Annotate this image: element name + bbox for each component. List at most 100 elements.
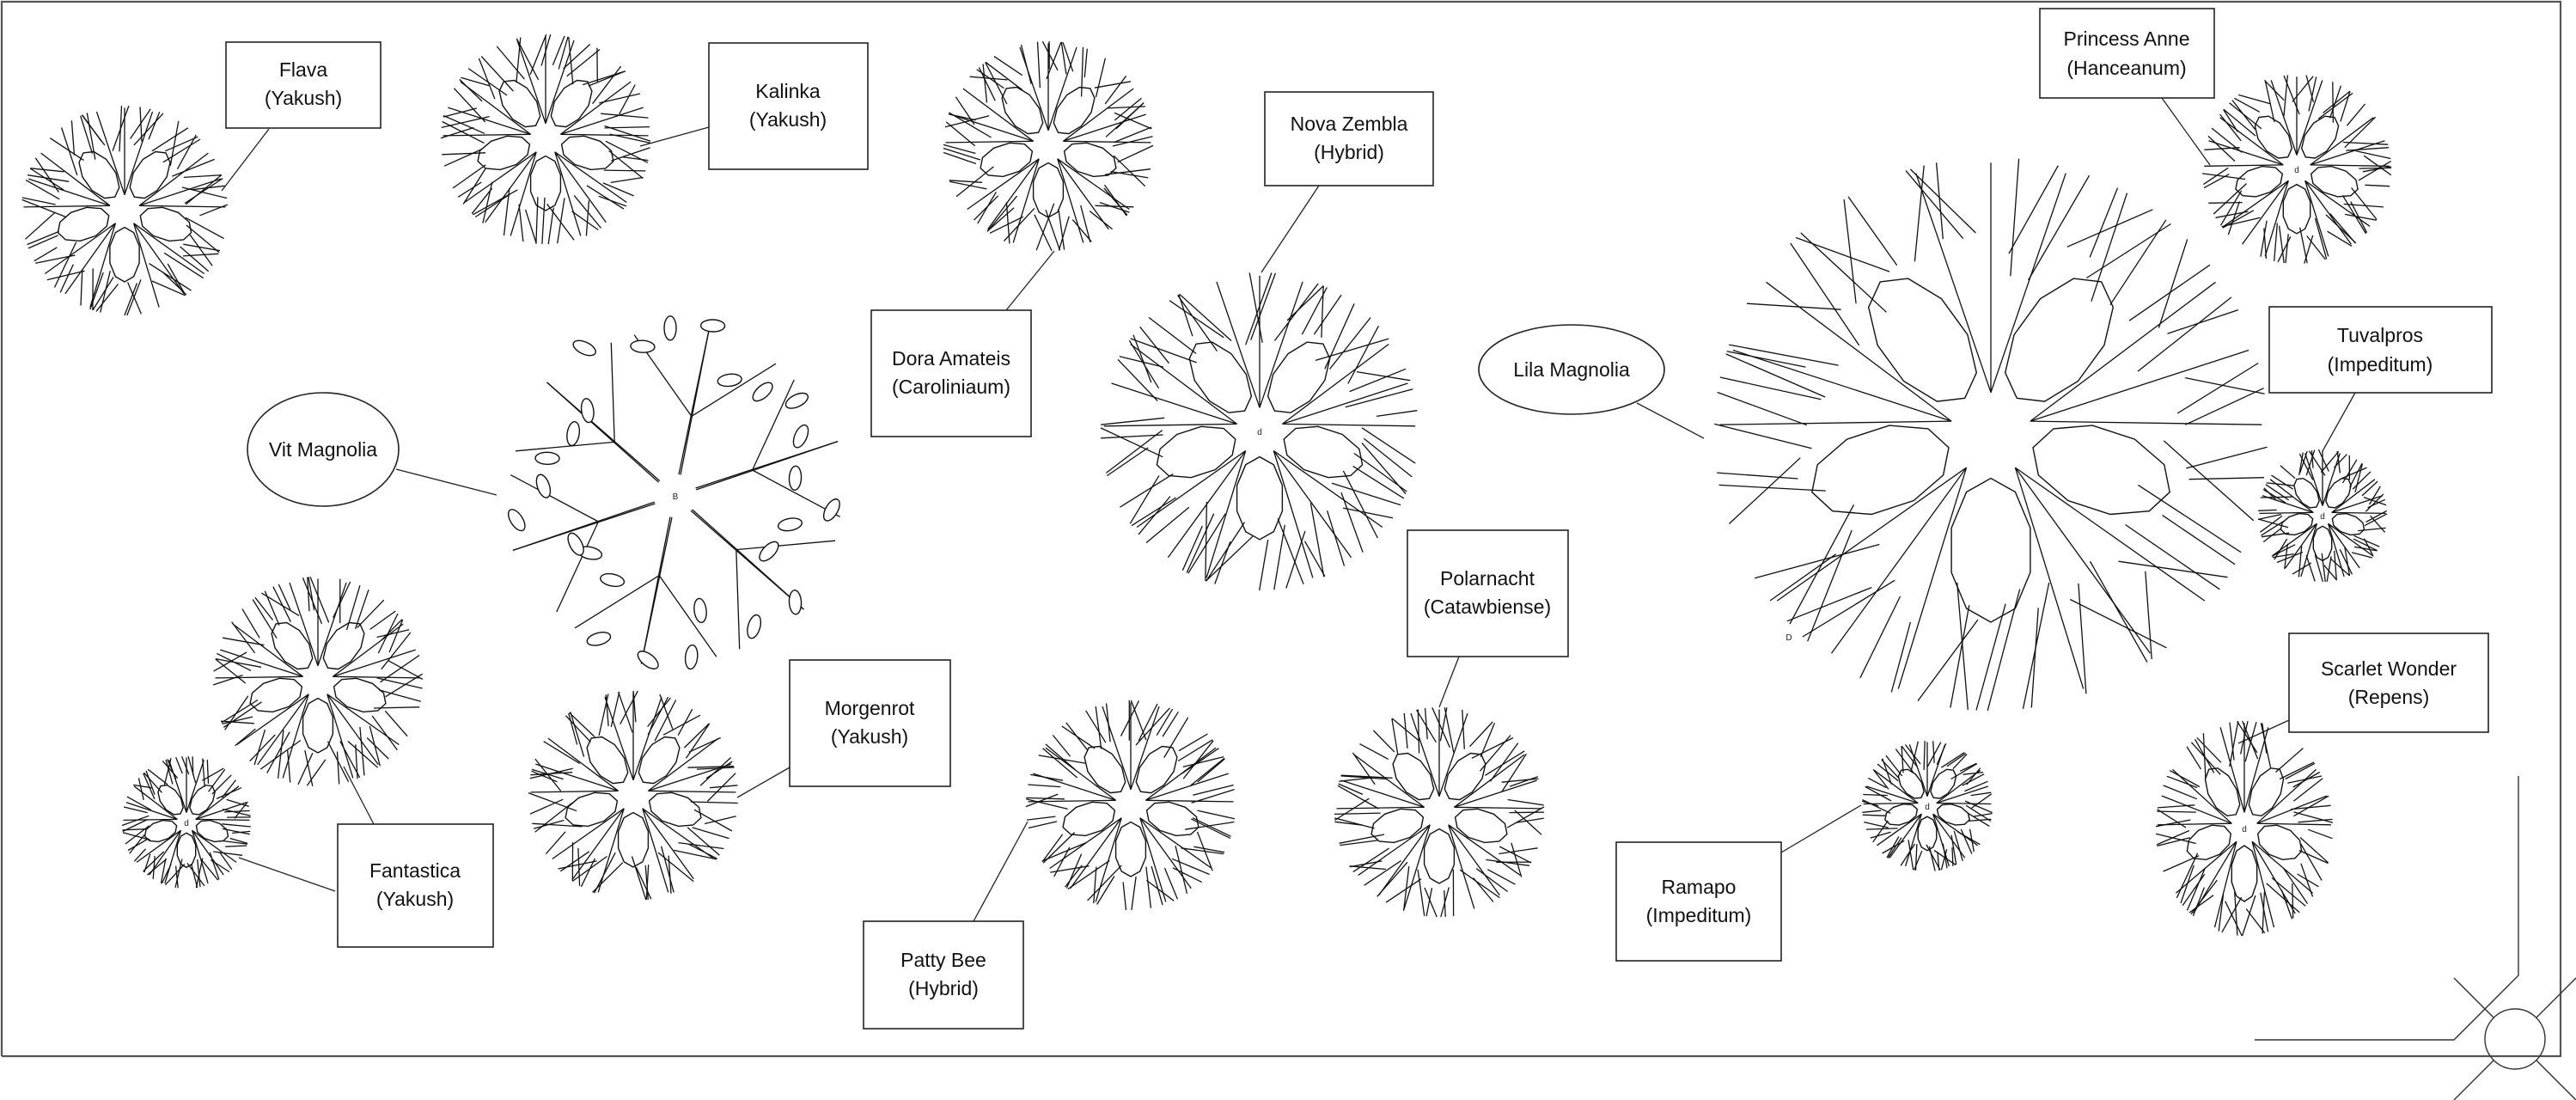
tree-twig — [1334, 812, 1381, 816]
label-nova-zembla[interactable]: Nova Zembla (Hybrid) — [1264, 91, 1434, 186]
tree-twig — [1865, 785, 1892, 802]
tree-twig — [1349, 865, 1386, 871]
tree-branch — [195, 802, 247, 821]
label-scarlet-wonder[interactable]: Scarlet Wonder (Repens) — [2288, 632, 2489, 733]
tree-lobe — [1950, 477, 2031, 623]
tree-twig — [1425, 887, 1433, 917]
tree-twig — [213, 651, 247, 672]
tree-lobe — [195, 819, 229, 843]
tree-twig — [2180, 865, 2194, 904]
tree-twig — [1881, 759, 1900, 779]
tree-twig — [985, 61, 1023, 91]
tree-twig — [297, 752, 314, 785]
tree-branch — [574, 575, 660, 629]
tree-twig — [2325, 214, 2357, 244]
tree-twig — [162, 272, 187, 296]
tree-branch — [695, 440, 839, 491]
label-vit-magnolia[interactable]: Vit Magnolia — [247, 392, 400, 507]
tree-twig — [605, 694, 609, 726]
tree-twig — [2188, 477, 2265, 480]
tree-branch — [191, 830, 209, 884]
tree-twig — [692, 827, 729, 840]
tree-tuvalpros: d — [2257, 449, 2388, 583]
tree-twig — [2271, 474, 2293, 490]
tree-twig — [1965, 804, 1992, 822]
tree-twig — [2188, 895, 2214, 914]
tree-twig — [1259, 539, 1269, 591]
label-princess-anne[interactable]: Princess Anne (Hanceanum) — [2039, 8, 2215, 99]
tree-branch — [1145, 799, 1234, 803]
tree-twig — [1342, 470, 1378, 539]
tree-twig — [969, 76, 1008, 81]
tree-twig — [254, 596, 274, 620]
tree-twig — [1169, 300, 1224, 339]
label-fantastica[interactable]: Fantastica (Yakush) — [337, 823, 494, 948]
tree-lobe — [2235, 165, 2284, 198]
tree-twig — [2298, 818, 2333, 823]
tree-twig — [1725, 353, 1826, 398]
tree-twig — [1193, 784, 1234, 796]
tree-twig — [95, 284, 119, 312]
tree-leaf — [822, 498, 840, 522]
tree-twig — [611, 147, 650, 162]
tree-twig — [2238, 94, 2271, 105]
tree-twig — [1321, 285, 1324, 338]
leader-line-patty-bee — [973, 821, 1029, 922]
label-ramapo[interactable]: Ramapo (Impeditum) — [1615, 841, 1782, 962]
tree-twig — [2237, 721, 2258, 754]
label-patty-bee[interactable]: Patty Bee (Hybrid) — [863, 920, 1024, 1030]
label-morgenrot[interactable]: Morgenrot (Yakush) — [789, 659, 951, 787]
label-lila-magnolia[interactable]: Lila Magnolia — [1478, 324, 1665, 415]
tree-branch — [1732, 349, 1952, 422]
tree-twig — [1895, 749, 1914, 773]
tree-twig — [1182, 755, 1224, 768]
tree-twig — [1035, 203, 1055, 251]
tree-twig — [683, 723, 710, 749]
tree-twig — [1719, 376, 1822, 400]
tree-branch — [2310, 140, 2385, 166]
tree-twig — [2257, 518, 2289, 529]
tree-twig — [1956, 831, 1981, 846]
tree-twig — [570, 712, 585, 757]
tree-twig — [2354, 463, 2364, 493]
tree-twig — [2157, 804, 2195, 809]
tree-branch — [648, 790, 736, 793]
tree-twig — [1870, 831, 1891, 839]
tree-twig — [151, 280, 186, 296]
tree-lobe — [1917, 816, 1938, 852]
tree-branch — [945, 140, 1034, 144]
tree-twig — [261, 592, 300, 616]
tree-lobe — [586, 736, 629, 785]
tree-branch — [604, 696, 634, 780]
tree-twig — [224, 695, 249, 730]
tree-twig — [2219, 113, 2242, 142]
tree-twig — [2215, 211, 2249, 218]
tree-twig — [167, 263, 186, 296]
tree-twig — [80, 269, 83, 306]
label-group: (Yakush) — [265, 87, 342, 109]
tree-lobe — [2231, 845, 2258, 902]
tree-twig — [1089, 210, 1114, 230]
tree-twig — [2358, 161, 2391, 181]
label-flava[interactable]: Flava (Yakush) — [225, 41, 382, 129]
tree-twig — [1353, 452, 1407, 492]
tree-lobe — [560, 135, 614, 171]
tree-twig — [2089, 560, 2148, 663]
label-kalinka[interactable]: Kalinka (Yakush) — [708, 42, 869, 170]
tree-twig — [2109, 219, 2167, 306]
tree-lobe — [1867, 278, 1978, 402]
tree-twig — [462, 168, 487, 205]
tree-twig — [1462, 709, 1465, 749]
tree-twig — [1163, 717, 1189, 758]
tree-branch — [2223, 180, 2289, 227]
tree-twig — [2271, 877, 2306, 907]
label-dora-amateis[interactable]: Dora Amateis (Caroliniaum) — [870, 309, 1032, 437]
label-tuvalpros[interactable]: Tuvalpros (Impeditum) — [2268, 306, 2493, 394]
tree-twig — [86, 113, 96, 160]
tree-twig — [943, 147, 981, 161]
tree-branch — [545, 40, 575, 124]
tree-branch — [1282, 343, 1389, 425]
label-polarnacht[interactable]: Polarnacht (Catawbiense) — [1407, 529, 1569, 657]
label-box — [2288, 632, 2489, 733]
